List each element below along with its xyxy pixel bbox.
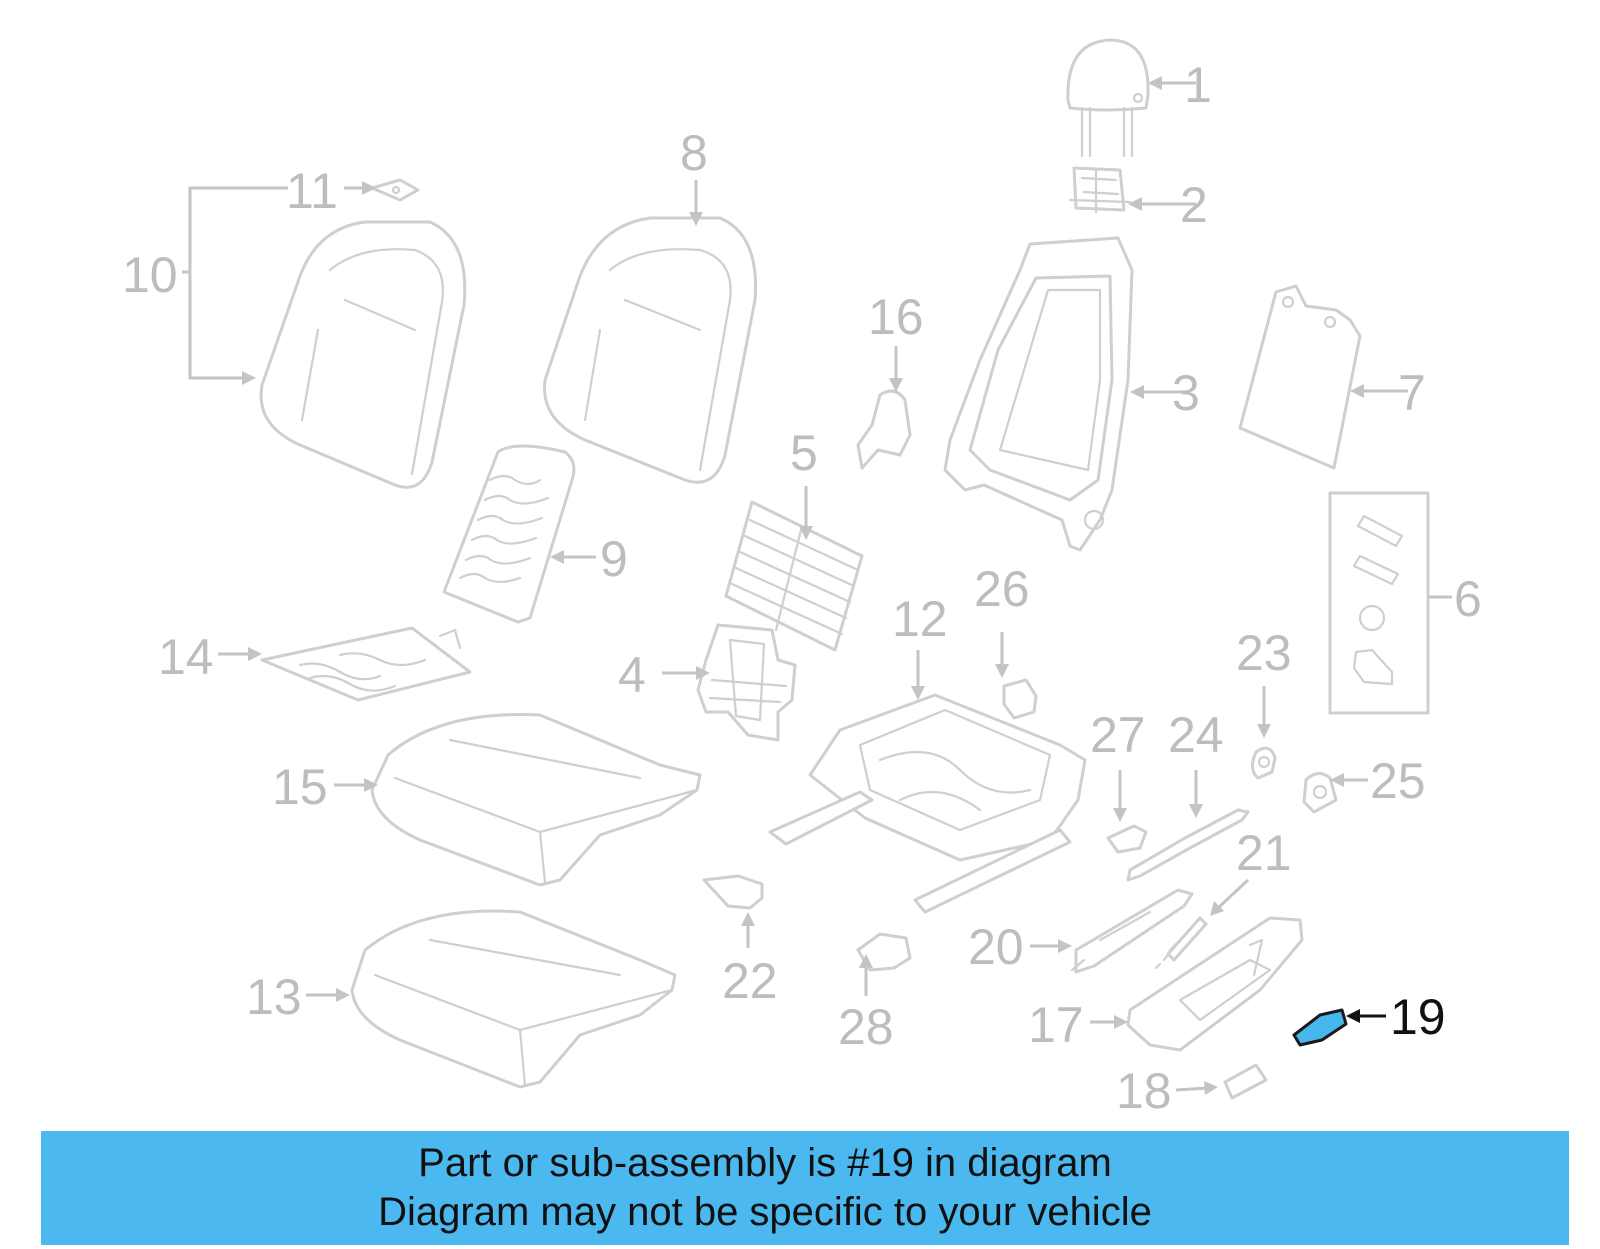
callout-10: 10 bbox=[122, 247, 178, 303]
callout-12: 12 bbox=[892, 591, 948, 647]
seat-parts-diagram: 1 2 3 4 5 6 7 8 9 10 11 12 13 14 15 16 1… bbox=[122, 38, 1482, 1119]
part-4-lumbar-support[interactable] bbox=[696, 623, 797, 742]
caption-line-1: Part or sub-assembly is #19 in diagram bbox=[418, 1141, 1112, 1185]
callout-2: 2 bbox=[1180, 177, 1208, 233]
callout-1: 1 bbox=[1184, 57, 1212, 113]
part-15-seat-cushion-cover[interactable] bbox=[370, 713, 702, 887]
part-27-clip[interactable] bbox=[1106, 824, 1148, 854]
part-24-rod[interactable] bbox=[1126, 808, 1250, 882]
part-14-seat-heater-pad[interactable] bbox=[260, 626, 472, 702]
part-17-side-shield[interactable] bbox=[1126, 916, 1304, 1052]
callout-22: 22 bbox=[722, 953, 778, 1009]
caption-banner: Part or sub-assembly is #19 in diagram D… bbox=[41, 1131, 1569, 1245]
callout-6: 6 bbox=[1454, 571, 1482, 627]
part-23-grommet[interactable] bbox=[1251, 746, 1277, 780]
part-2-headrest-guide[interactable] bbox=[1068, 166, 1132, 214]
part-13-seat-cushion-assembly[interactable] bbox=[350, 909, 677, 1089]
callout-4: 4 bbox=[618, 647, 646, 703]
part-10-backrest-assembly[interactable] bbox=[259, 220, 467, 489]
callout-24: 24 bbox=[1168, 707, 1224, 763]
callout-20: 20 bbox=[968, 919, 1024, 975]
part-8-backrest-cover[interactable] bbox=[543, 216, 758, 484]
part-9-heater-pad[interactable] bbox=[442, 444, 576, 624]
part-22-clip[interactable] bbox=[702, 874, 764, 910]
callout-15: 15 bbox=[272, 759, 328, 815]
callout-8: 8 bbox=[680, 125, 708, 181]
part-19-highlighted-part[interactable] bbox=[1292, 1008, 1348, 1047]
callout-28: 28 bbox=[838, 999, 894, 1055]
callout-23: 23 bbox=[1236, 625, 1292, 681]
callout-21: 21 bbox=[1236, 825, 1292, 881]
part-25-bushing[interactable] bbox=[1302, 772, 1338, 814]
part-20-recliner-handle[interactable] bbox=[1070, 888, 1194, 974]
caption-line-2: Diagram may not be specific to your vehi… bbox=[378, 1190, 1152, 1234]
part-11-clip[interactable] bbox=[370, 178, 420, 202]
callout-13: 13 bbox=[246, 969, 302, 1025]
callout-17: 17 bbox=[1028, 997, 1084, 1053]
callout-27: 27 bbox=[1090, 707, 1146, 763]
part-21-spring[interactable] bbox=[1154, 916, 1208, 970]
leader-lines bbox=[182, 76, 1452, 1095]
part-6-hardware-kit[interactable] bbox=[1328, 491, 1430, 715]
part-26-clip[interactable] bbox=[1002, 678, 1038, 720]
callout-26: 26 bbox=[974, 561, 1030, 617]
part-3-backrest-frame[interactable] bbox=[943, 236, 1134, 552]
callout-labels: 1 2 3 4 5 6 7 8 9 10 11 12 13 14 15 16 1… bbox=[122, 57, 1482, 1119]
callout-16: 16 bbox=[868, 289, 924, 345]
part-5-spring-mat[interactable] bbox=[724, 500, 864, 652]
callout-3: 3 bbox=[1172, 365, 1200, 421]
callout-25: 25 bbox=[1370, 753, 1426, 809]
callout-18: 18 bbox=[1116, 1063, 1172, 1119]
part-18-small-cover[interactable] bbox=[1223, 1063, 1268, 1100]
callout-11: 11 bbox=[286, 163, 338, 219]
callout-9: 9 bbox=[600, 531, 628, 587]
part-12-seat-frame[interactable] bbox=[768, 693, 1087, 914]
part-16-bracket[interactable] bbox=[856, 389, 912, 470]
callout-7: 7 bbox=[1398, 365, 1426, 421]
part-28-bracket[interactable] bbox=[856, 932, 912, 972]
callout-14: 14 bbox=[158, 629, 214, 685]
part-7-back-panel[interactable] bbox=[1238, 284, 1362, 470]
callout-5: 5 bbox=[790, 425, 818, 481]
part-1-headrest[interactable] bbox=[1066, 38, 1150, 158]
callout-19: 19 bbox=[1390, 989, 1446, 1045]
